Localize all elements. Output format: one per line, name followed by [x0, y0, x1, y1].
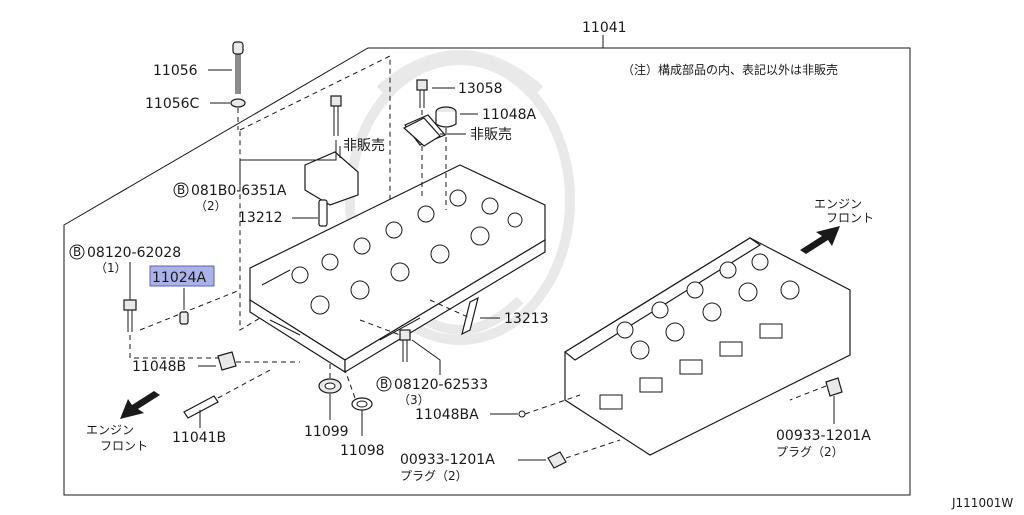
part-11098-seal: [344, 369, 373, 436]
label-13058[interactable]: 13058: [458, 81, 503, 97]
svg-text:（1）: （1）: [95, 261, 127, 275]
label-11024a-highlighted[interactable]: 11024A: [149, 265, 215, 287]
label-11048ba[interactable]: 11048BA: [415, 407, 479, 423]
part-13213-guide: [429, 296, 500, 336]
engine-front-arrow-left: エンジン フロント: [86, 391, 160, 453]
part-08120-62533-bolt: [359, 319, 441, 375]
not-sold-bracket-upper: [402, 117, 466, 147]
label-13212[interactable]: 13212: [238, 210, 283, 226]
svg-text:プラグ（2）: プラグ（2）: [400, 469, 468, 483]
engine-front-arrow-right: エンジン フロント: [800, 197, 874, 254]
part-13058-bolt: [416, 79, 455, 200]
part-11048b-cap: [198, 351, 300, 371]
part-11048a-cap: [435, 106, 478, 210]
assembly-frame: [63, 47, 911, 496]
part-00933-1201a-plug-right: [789, 377, 843, 424]
label-00933-1201a-right[interactable]: 00933-1201A プラグ（2）: [776, 428, 871, 459]
svg-text:B: B: [380, 377, 388, 391]
svg-text:B: B: [73, 245, 81, 259]
part-11041b-stud: [183, 369, 271, 428]
svg-text:08120-62533: 08120-62533: [394, 377, 488, 393]
label-11056[interactable]: 11056: [153, 63, 198, 79]
svg-text:00933-1201A: 00933-1201A: [776, 428, 871, 444]
svg-text:エンジン: エンジン: [814, 197, 862, 211]
part-11048ba-cap: [490, 394, 581, 418]
label-11099[interactable]: 11099: [304, 424, 349, 440]
svg-text:フロント: フロント: [826, 211, 874, 225]
svg-text:（2）: （2）: [195, 199, 227, 213]
not-sold-label-upper: 非販売: [470, 127, 512, 143]
svg-text:フロント: フロント: [100, 439, 148, 453]
cylinder-head-assembled: [563, 237, 851, 456]
label-11098[interactable]: 11098: [340, 443, 385, 459]
label-11056c[interactable]: 11056C: [145, 96, 200, 112]
note-text: （注）構成部品の内、表記以外は非販売: [622, 62, 838, 77]
label-08120-62028[interactable]: B 08120-62028 （1）: [69, 244, 181, 275]
svg-text:081B0-6351A: 081B0-6351A: [191, 183, 287, 199]
part-11056c-washer: [210, 98, 246, 130]
label-081b0-6351a[interactable]: B 081B0-6351A （2）: [173, 182, 287, 213]
not-sold-label-left: 非販売: [343, 138, 385, 154]
part-00933-1201a-plug-bottom: [518, 439, 621, 469]
svg-text:00933-1201A: 00933-1201A: [400, 452, 495, 468]
svg-text:08120-62028: 08120-62028: [87, 245, 181, 261]
label-00933-1201a-bottom[interactable]: 00933-1201A プラグ（2）: [400, 452, 495, 483]
svg-text:B: B: [177, 183, 185, 197]
svg-text:（3）: （3）: [398, 393, 430, 407]
label-11041b[interactable]: 11041B: [172, 430, 226, 446]
part-11056-stud: [208, 41, 244, 94]
part-13212-guide: [292, 199, 328, 227]
label-11048a[interactable]: 11048A: [482, 107, 537, 123]
label-11048b[interactable]: 11048B: [132, 359, 186, 375]
svg-text:11024A: 11024A: [152, 270, 207, 286]
part-08120-62028-bolt: [123, 262, 241, 359]
image-code: J111001W: [951, 496, 1013, 510]
svg-text:エンジン: エンジン: [86, 423, 134, 437]
label-08120-62533[interactable]: B 08120-62533 （3）: [376, 376, 488, 407]
svg-text:プラグ（2）: プラグ（2）: [776, 445, 844, 459]
part-11024a-pin: [179, 288, 189, 325]
main-part-number[interactable]: 11041: [582, 20, 627, 36]
cylinder-head-exploded: [249, 114, 546, 374]
label-13213[interactable]: 13213: [504, 311, 549, 327]
part-081b0-6351a-bolt: [239, 95, 342, 185]
part-11099-seal: [318, 360, 342, 420]
